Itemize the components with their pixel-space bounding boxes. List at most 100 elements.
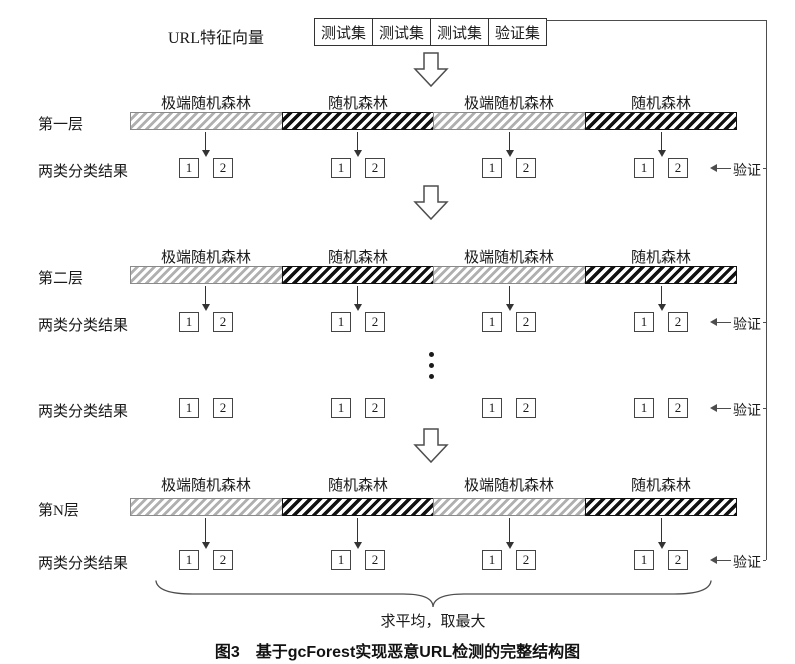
flow-arrow-down bbox=[657, 518, 666, 549]
random-forest-segment bbox=[584, 266, 737, 284]
class-1-box: 1 bbox=[634, 550, 654, 570]
class-2-box: 2 bbox=[213, 158, 233, 178]
layer-n-forest-label-1: 极端随机森林 bbox=[160, 478, 251, 494]
layer-2-forest-label-2: 随机森林 bbox=[327, 250, 388, 266]
verify-arrowhead-icon bbox=[710, 556, 717, 564]
class-result-pair: 1 2 bbox=[331, 550, 385, 570]
layer-2-label: 第二层 bbox=[38, 271, 84, 287]
dataset-boxes: 测试集 测试集 测试集 验证集 bbox=[314, 18, 547, 46]
flow-arrow-down bbox=[353, 132, 362, 157]
under-brace bbox=[155, 580, 712, 608]
class-1-box: 1 bbox=[331, 550, 351, 570]
class-2-box: 2 bbox=[365, 550, 385, 570]
class-2-box: 2 bbox=[668, 312, 688, 332]
extreme-random-forest-segment bbox=[130, 498, 283, 516]
layer-1-forest-label-3: 极端随机森林 bbox=[463, 96, 554, 112]
flow-arrow-down bbox=[201, 518, 210, 549]
extreme-random-forest-segment bbox=[433, 112, 586, 130]
class-result-pair: 1 2 bbox=[331, 398, 385, 418]
block-down-arrow-2 bbox=[413, 185, 449, 221]
extreme-random-forest-segment bbox=[130, 266, 283, 284]
class-result-pair: 1 2 bbox=[179, 312, 233, 332]
class-1-box: 1 bbox=[482, 550, 502, 570]
flow-arrow-down bbox=[657, 132, 666, 157]
layer-n-forest-label-3: 极端随机森林 bbox=[463, 478, 554, 494]
layer-1-forest-bar bbox=[130, 112, 737, 130]
flow-arrow-down bbox=[353, 518, 362, 549]
random-forest-segment bbox=[281, 112, 434, 130]
result-row-label: 两类分类结果 bbox=[38, 556, 129, 572]
class-result-pair: 1 2 bbox=[482, 312, 536, 332]
class-2-box: 2 bbox=[365, 158, 385, 178]
class-1-box: 1 bbox=[331, 398, 351, 418]
class-2-box: 2 bbox=[516, 158, 536, 178]
flow-arrow-down bbox=[657, 286, 666, 311]
class-result-pair: 1 2 bbox=[482, 550, 536, 570]
class-2-box: 2 bbox=[365, 398, 385, 418]
figure-caption: 图3 基于gcForest实现恶意URL检测的完整结构图 bbox=[214, 644, 581, 661]
random-forest-segment bbox=[281, 266, 434, 284]
class-result-pair: 1 2 bbox=[179, 158, 233, 178]
class-1-box: 1 bbox=[634, 398, 654, 418]
class-2-box: 2 bbox=[365, 312, 385, 332]
random-forest-segment bbox=[281, 498, 434, 516]
layer-n-label: 第N层 bbox=[38, 503, 79, 519]
class-1-box: 1 bbox=[179, 398, 199, 418]
class-2-box: 2 bbox=[668, 158, 688, 178]
extreme-random-forest-segment bbox=[130, 112, 283, 130]
result-row-label: 两类分类结果 bbox=[38, 404, 129, 420]
url-feature-vector-label: URL特征向量 bbox=[168, 30, 265, 47]
extreme-random-forest-segment bbox=[433, 498, 586, 516]
flow-arrow-down bbox=[505, 286, 514, 311]
result-row-label: 两类分类结果 bbox=[38, 318, 129, 334]
class-result-pair: 1 2 bbox=[179, 550, 233, 570]
class-result-pair: 1 2 bbox=[634, 158, 688, 178]
verify-label: 验证 bbox=[731, 400, 763, 420]
class-1-box: 1 bbox=[634, 158, 654, 178]
verify-label: 验证 bbox=[731, 314, 763, 334]
verify-label: 验证 bbox=[731, 552, 763, 572]
ellipsis-dots bbox=[427, 352, 435, 385]
class-2-box: 2 bbox=[213, 550, 233, 570]
class-result-pair: 1 2 bbox=[482, 158, 536, 178]
dataset-box-test-2: 测试集 bbox=[372, 18, 431, 46]
class-1-box: 1 bbox=[482, 398, 502, 418]
block-down-arrow-3 bbox=[413, 428, 449, 464]
class-2-box: 2 bbox=[516, 550, 536, 570]
layer-2-forest-label-1: 极端随机森林 bbox=[160, 250, 251, 266]
class-result-pair: 1 2 bbox=[634, 550, 688, 570]
dataset-box-validation: 验证集 bbox=[488, 18, 547, 46]
block-down-arrow-1 bbox=[413, 52, 449, 88]
class-1-box: 1 bbox=[331, 158, 351, 178]
layer-1-label: 第一层 bbox=[38, 117, 84, 133]
class-2-box: 2 bbox=[516, 312, 536, 332]
class-1-box: 1 bbox=[331, 312, 351, 332]
class-1-box: 1 bbox=[482, 312, 502, 332]
class-1-box: 1 bbox=[179, 550, 199, 570]
result-row-label: 两类分类结果 bbox=[38, 164, 129, 180]
layer-n-forest-label-2: 随机森林 bbox=[327, 478, 388, 494]
layer-n-forest-bar bbox=[130, 498, 737, 516]
flow-arrow-down bbox=[505, 518, 514, 549]
validation-connector-top-line bbox=[546, 20, 766, 21]
class-2-box: 2 bbox=[668, 550, 688, 570]
class-1-box: 1 bbox=[482, 158, 502, 178]
class-2-box: 2 bbox=[668, 398, 688, 418]
validation-connector-right-line bbox=[766, 20, 767, 560]
flow-arrow-down bbox=[353, 286, 362, 311]
flow-arrow-down bbox=[505, 132, 514, 157]
dataset-box-test-3: 测试集 bbox=[430, 18, 489, 46]
class-result-pair: 1 2 bbox=[331, 312, 385, 332]
layer-2-forest-label-4: 随机森林 bbox=[630, 250, 691, 266]
class-1-box: 1 bbox=[634, 312, 654, 332]
class-result-pair: 1 2 bbox=[634, 312, 688, 332]
class-1-box: 1 bbox=[179, 312, 199, 332]
layer-1-forest-label-4: 随机森林 bbox=[630, 96, 691, 112]
class-result-pair: 1 2 bbox=[634, 398, 688, 418]
class-2-box: 2 bbox=[213, 312, 233, 332]
layer-1-forest-label-1: 极端随机森林 bbox=[160, 96, 251, 112]
class-result-pair: 1 2 bbox=[179, 398, 233, 418]
verify-arrowhead-icon bbox=[710, 318, 717, 326]
verify-label: 验证 bbox=[731, 160, 763, 180]
